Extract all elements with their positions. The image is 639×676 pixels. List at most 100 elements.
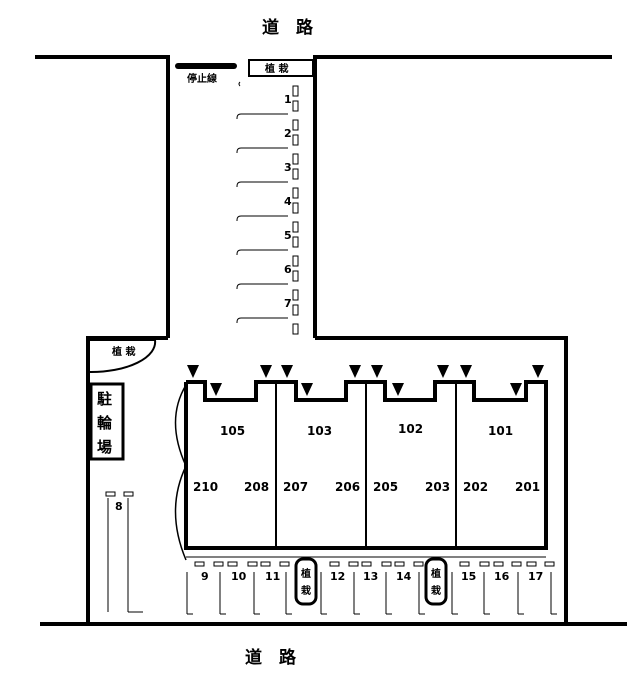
bottom-stalls: 9 10 11 12 13 14 15 16 17 (186, 561, 557, 615)
building-unit-dividers (275, 382, 457, 548)
parking-space-label-6: 6 (284, 263, 292, 276)
bicycle-parking-char-3: 場 (97, 438, 112, 456)
unit-label-202: 202 (463, 480, 488, 494)
wheel-stop (459, 561, 470, 567)
wheel-stop (227, 561, 238, 567)
wheel-stop (479, 561, 490, 567)
unit-label-203: 203 (425, 480, 450, 494)
unit-label-208: 208 (244, 480, 269, 494)
parking-space-label-10: 10 (231, 570, 247, 583)
unit-label-102: 102 (398, 422, 423, 436)
wheel-stop (292, 270, 299, 282)
unit-label-206: 206 (335, 480, 360, 494)
unit-label-101: 101 (488, 424, 513, 438)
unit-label-210: 210 (193, 480, 218, 494)
parking-space-label-8: 8 (115, 500, 123, 513)
wheel-stop (292, 221, 299, 233)
stall-divider (238, 81, 241, 87)
stall-divider (236, 283, 288, 289)
stall-divider (236, 317, 288, 323)
wheel-stop (292, 100, 299, 112)
road-label-bottom: 道 路 (245, 647, 297, 668)
stall-divider (236, 147, 288, 153)
entrance-arrow (392, 383, 404, 396)
planting-island-1-char-1: 植 (300, 567, 311, 580)
wheel-stop (279, 561, 290, 567)
parking-space-8 (105, 491, 143, 613)
entrance-arrow (210, 383, 222, 396)
stop-line-label: 停止線 (187, 72, 217, 85)
top-road-edge (35, 55, 612, 338)
parking-space-label-14: 14 (396, 570, 412, 583)
wheel-stop (292, 187, 299, 199)
entrance-arrow (260, 365, 272, 378)
planting-island-2-char-1: 植 (430, 567, 441, 580)
unit-label-201: 201 (515, 480, 540, 494)
planting-corner (89, 339, 157, 374)
entrance-arrow (532, 365, 544, 378)
parking-space-label-9: 9 (201, 570, 209, 583)
planting-box-top (248, 59, 314, 77)
planting-island-2-char-2: 栽 (431, 584, 441, 597)
bicycle-parking-char-1: 駐 (97, 390, 112, 408)
entrance-arrow (187, 365, 199, 378)
parking-space-label-13: 13 (363, 570, 378, 583)
entrance-arrow (281, 365, 293, 378)
planting-island-1-char-2: 栽 (301, 584, 311, 597)
entrance-arrow (371, 365, 383, 378)
wheel-stop (348, 561, 359, 567)
parking-space-label-11: 11 (265, 570, 280, 583)
stall-divider (236, 181, 288, 187)
parking-space-label-12: 12 (330, 570, 345, 583)
wheel-stop (247, 561, 258, 567)
planting-label-corner: 植 栽 (111, 345, 135, 358)
lot-outline (86, 336, 568, 623)
unit-label-103: 103 (307, 424, 332, 438)
wheel-stop (381, 561, 392, 567)
unit-label-205: 205 (373, 480, 398, 494)
wheel-stop (292, 236, 299, 248)
parking-space-label-1: 1 (284, 93, 292, 106)
entrance-arrow (510, 383, 522, 396)
planting-island-1 (294, 557, 318, 606)
entrance-arrow (349, 365, 361, 378)
unit-label-207: 207 (283, 480, 308, 494)
wheel-stop (292, 85, 299, 97)
bicycle-parking-char-2: 輪 (97, 414, 113, 432)
entrance-arrow (460, 365, 472, 378)
planting-island-2 (424, 557, 448, 606)
wheel-stop (292, 153, 299, 165)
stall-divider (236, 113, 288, 119)
wheel-stop (292, 119, 299, 131)
wheel-stop (394, 561, 405, 567)
wheel-stop (260, 561, 271, 567)
wheel-stop (213, 561, 224, 567)
entrance-arrow (437, 365, 449, 378)
entrance-arrows (187, 365, 544, 396)
parking-space-label-16: 16 (494, 570, 510, 583)
bicycle-parking-box (89, 382, 125, 461)
parking-space-label-2: 2 (284, 127, 292, 140)
wheel-stop (194, 561, 205, 567)
stall-divider (236, 215, 288, 221)
planting-label-top: 植 栽 (264, 62, 288, 75)
wheel-stop (292, 323, 299, 335)
parking-space-label-4: 4 (284, 195, 292, 208)
parking-space-label-15: 15 (461, 570, 476, 583)
stop-line (175, 63, 237, 69)
wheel-stop (511, 561, 522, 567)
parking-space-label-3: 3 (284, 161, 292, 174)
wheel-stop (292, 168, 299, 180)
wheel-stop (292, 255, 299, 267)
wheel-stop (526, 561, 537, 567)
parking-space-label-7: 7 (284, 297, 292, 310)
wheel-stop (292, 134, 299, 146)
wheel-stop (361, 561, 372, 567)
wheel-stop (413, 561, 424, 567)
road-label-top: 道 路 (262, 17, 314, 38)
entrance-arrow (301, 383, 313, 396)
wheel-stop (329, 561, 340, 567)
parking-space-label-17: 17 (528, 570, 543, 583)
